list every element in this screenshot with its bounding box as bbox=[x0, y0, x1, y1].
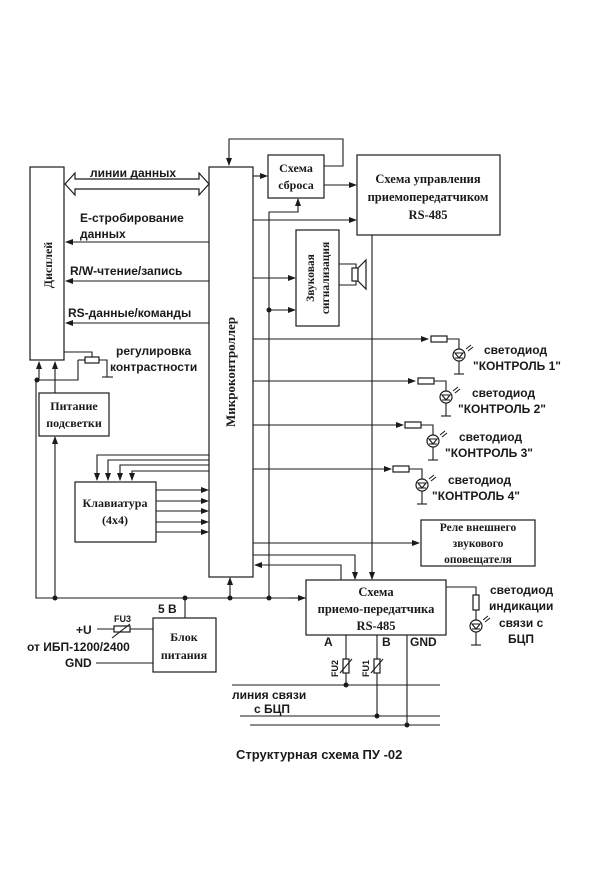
display-label: Дисплей bbox=[41, 242, 55, 288]
link-led-label-4: БЦП bbox=[508, 632, 534, 646]
fu2-label: FU2 bbox=[330, 660, 340, 677]
transceiver-label-1: Схема bbox=[358, 585, 394, 599]
display-block: Дисплей bbox=[29, 166, 65, 361]
led-2-label-2: "КОНТРОЛЬ 2" bbox=[458, 402, 546, 416]
light-rays-icon bbox=[428, 474, 437, 482]
junction bbox=[34, 377, 40, 383]
contrast-label-1: регулировка bbox=[116, 344, 192, 358]
bus-a-label: A bbox=[324, 635, 333, 649]
led-channel-2 bbox=[253, 377, 461, 417]
reset-label-2: сброса bbox=[278, 178, 314, 192]
psu-block: Блок питания bbox=[152, 617, 217, 673]
comm-line-label-1: линия связи bbox=[232, 688, 306, 702]
bus-b-label: B bbox=[382, 635, 391, 649]
plus-u-label: +U bbox=[76, 623, 92, 637]
led-2-label-1: светодиод bbox=[472, 386, 535, 400]
strobe-label-2: данных bbox=[80, 227, 126, 241]
backlight-label-2: подсветки bbox=[46, 416, 102, 430]
reset-block: Схема сброса bbox=[267, 154, 325, 199]
mcu-to-transceiver-wire bbox=[253, 554, 358, 580]
speaker-icon bbox=[339, 258, 367, 291]
keyboard-block: Клавиатура (4x4) bbox=[74, 481, 157, 543]
sound-label-2: сигнализация bbox=[320, 242, 332, 314]
reset-power-wire bbox=[268, 198, 301, 598]
light-rays-icon bbox=[482, 615, 491, 623]
led-3-label-1: светодиод bbox=[459, 430, 522, 444]
rw-label: R/W-чтение/запись bbox=[70, 264, 182, 278]
led-channel-4 bbox=[253, 465, 437, 505]
rs485-control-label-2: приемопередатчиком bbox=[368, 190, 489, 204]
reset-feedback-wire bbox=[226, 138, 344, 167]
sound-label-1: Звуковая bbox=[305, 254, 317, 302]
transceiver-label-2: приемо-передатчика bbox=[318, 602, 435, 616]
bus-gnd-wire bbox=[404, 635, 410, 728]
fu1-label: FU1 bbox=[361, 660, 371, 677]
relay-label-2: звукового bbox=[453, 538, 504, 550]
relay-label-3: оповещателя bbox=[444, 554, 512, 566]
psu-label-1: Блок bbox=[170, 630, 198, 644]
link-led bbox=[446, 586, 491, 646]
sound-block: Звуковая сигнализация bbox=[295, 229, 340, 327]
data-lines-label: линии данных bbox=[90, 166, 176, 180]
psu-label-2: питания bbox=[161, 648, 208, 662]
light-rays-icon bbox=[452, 386, 461, 394]
keyboard-row-wires bbox=[94, 454, 209, 481]
relay-block: Реле внешнего звукового оповещателя bbox=[420, 519, 536, 567]
rs485-control-block: Схема управления приемопередатчиком RS-4… bbox=[356, 154, 501, 236]
link-led-label-1: светодиод bbox=[490, 583, 553, 597]
link-led-label-3: связи с bbox=[499, 616, 544, 630]
rs485-control-label-3: RS-485 bbox=[409, 208, 448, 222]
keyboard-label-2: (4x4) bbox=[102, 513, 128, 527]
rs485-control-label-1: Схема управления bbox=[375, 172, 481, 186]
psu-5v-label: 5 В bbox=[158, 602, 177, 616]
led-channel-1 bbox=[253, 335, 474, 375]
keyboard-col-wires bbox=[156, 487, 209, 535]
relay-label-1: Реле внешнего bbox=[440, 522, 517, 534]
backlight-label-1: Питание bbox=[50, 399, 98, 413]
led-4-label-2: "КОНТРОЛЬ 4" bbox=[432, 489, 520, 503]
led-channel-3 bbox=[253, 421, 448, 461]
data-lines-arrow bbox=[64, 171, 210, 197]
rs-label: RS-данные/команды bbox=[68, 306, 191, 320]
mcu-label: Микроконтроллер bbox=[223, 317, 238, 427]
diagram-title: Структурная схема ПУ -02 bbox=[236, 747, 402, 762]
transceiver-label-3: RS-485 bbox=[357, 619, 396, 633]
transceiver-to-mcu-wire bbox=[254, 562, 342, 580]
bus-gnd-label: GND bbox=[410, 635, 437, 649]
strobe-label-1: E-стробирование bbox=[80, 211, 184, 225]
led-1-label-2: "КОНТРОЛЬ 1" bbox=[473, 359, 561, 373]
backlight-block: Питание подсветки bbox=[38, 392, 110, 437]
mcu-block: Микроконтроллер bbox=[208, 166, 254, 578]
contrast-label-2: контрастности bbox=[110, 360, 197, 374]
led-3-label-2: "КОНТРОЛЬ 3" bbox=[445, 446, 533, 460]
led-1-label-1: светодиод bbox=[484, 343, 547, 357]
keyboard-label-1: Клавиатура bbox=[83, 496, 148, 510]
reset-label-1: Схема bbox=[279, 161, 313, 175]
led-4-label-1: светодиод bbox=[448, 473, 511, 487]
link-led-label-2: индикации bbox=[489, 599, 553, 613]
bus-a-wire bbox=[339, 635, 353, 688]
gnd-input-label: GND bbox=[65, 656, 92, 670]
light-rays-icon bbox=[465, 344, 474, 352]
contrast-potentiometer bbox=[36, 351, 113, 381]
source-label: от ИБП-1200/2400 bbox=[27, 640, 130, 654]
comm-line-label-2: с БЦП bbox=[254, 702, 290, 716]
power-rail bbox=[35, 380, 306, 599]
transceiver-block: Схема приемо-передатчика RS-485 bbox=[305, 579, 447, 636]
fu3-label: FU3 bbox=[114, 614, 131, 624]
light-rays-icon bbox=[439, 430, 448, 438]
fuse-fu3 bbox=[97, 623, 153, 639]
